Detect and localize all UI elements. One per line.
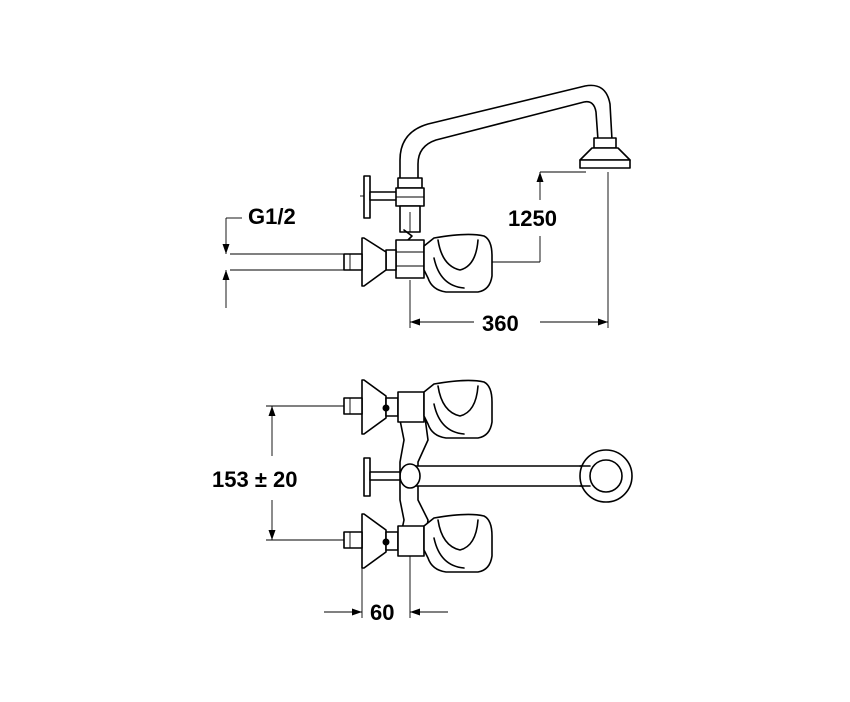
wall-bracket-middle — [363, 457, 401, 497]
spout — [399, 84, 613, 181]
dimension-reach: 360 — [409, 172, 609, 336]
inlet-pipe-side — [230, 253, 344, 271]
front-view: 153 ± 20 60 — [212, 379, 633, 625]
escutcheon-side — [343, 237, 387, 287]
dimension-spacing: 153 ± 20 — [212, 405, 344, 541]
dimension-label-thread: G1/2 — [248, 204, 296, 229]
spout-coupling — [395, 177, 425, 247]
dimension-label-projection: 60 — [370, 600, 394, 625]
shower-head — [579, 137, 631, 169]
lower-valve-front — [343, 513, 493, 573]
upper-valve-front — [343, 379, 493, 439]
shower-ring-front — [579, 449, 633, 503]
front-spout-arm — [399, 463, 591, 489]
dimension-height: 1250 — [508, 171, 586, 263]
dimension-g12: G1/2 — [222, 204, 296, 308]
wall-bracket-top — [360, 175, 401, 219]
dimension-label-height: 1250 — [508, 206, 557, 231]
dimension-label-spacing: 153 ± 20 — [212, 467, 297, 492]
dimension-projection: 60 — [324, 556, 448, 625]
dimension-label-reach: 360 — [482, 311, 519, 336]
valve-body-side — [385, 239, 425, 279]
side-view: G1/2 1250 360 — [222, 84, 631, 336]
tap-handle-side — [423, 233, 510, 293]
